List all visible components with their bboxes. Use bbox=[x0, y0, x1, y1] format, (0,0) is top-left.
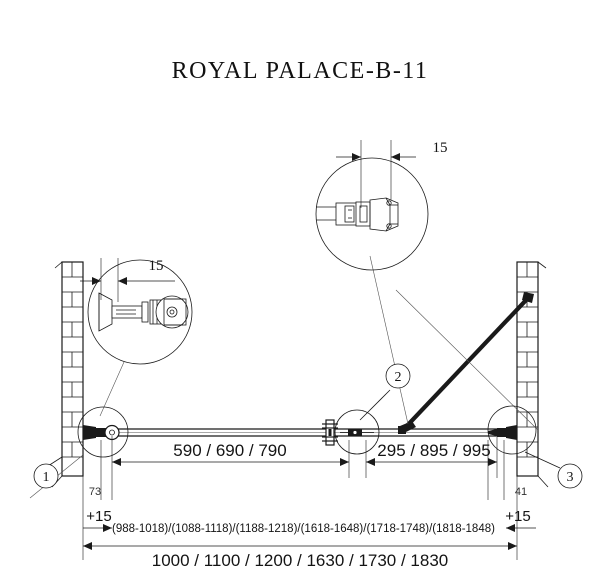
upper-detail-boundary bbox=[315, 157, 429, 271]
balloon-1-label: 1 bbox=[43, 470, 50, 485]
balloon-3-label: 3 bbox=[567, 470, 574, 485]
left-wall-hinge bbox=[77, 406, 129, 458]
left-offset-label: 73 bbox=[89, 486, 101, 498]
left-detail-bracket bbox=[98, 292, 189, 332]
right-hinge-detail-ring bbox=[487, 405, 537, 455]
support-rail bbox=[83, 428, 517, 437]
left-wall-outline bbox=[61, 261, 84, 477]
left-hinge-pin bbox=[109, 429, 115, 436]
offset-extension-lines bbox=[82, 440, 518, 560]
right-wall-bottom-edge bbox=[537, 475, 549, 488]
panel-dim-extension-lines bbox=[111, 436, 498, 478]
upper-detail-dimension-label: 15 bbox=[433, 140, 448, 156]
brace-wall-anchor bbox=[522, 292, 534, 303]
left-wall-top-edge bbox=[54, 261, 63, 269]
balloon-2-label: 2 bbox=[395, 370, 402, 385]
balloon-3-leader bbox=[524, 451, 561, 469]
balloon-1[interactable]: 1 bbox=[33, 456, 63, 489]
fixed-panel-dimension: 590 / 690 / 790 bbox=[112, 441, 349, 466]
balloon-2-leader bbox=[359, 389, 391, 421]
brace-bar bbox=[401, 295, 531, 432]
leader-upper-detail bbox=[369, 255, 409, 425]
right-hinge-wall-plate bbox=[506, 425, 517, 440]
right-offset-label: 41 bbox=[515, 486, 527, 498]
leader-left-detail bbox=[99, 361, 125, 417]
right-tolerance-label: +15 bbox=[505, 508, 530, 525]
balloon-1-circle[interactable] bbox=[33, 463, 59, 489]
fixed-panel-dimension-label: 590 / 690 / 790 bbox=[173, 441, 286, 460]
page-title: ROYAL PALACE-B-11 bbox=[172, 58, 429, 84]
upper-detail-circle: 15 bbox=[315, 140, 448, 271]
door-panel-dimension-label: 295 / 895 / 995 bbox=[377, 441, 490, 460]
left-wall bbox=[51, 261, 84, 488]
right-wall-top-edge bbox=[537, 261, 547, 269]
brace-foot-pad bbox=[398, 426, 406, 434]
left-tolerance-label: +15 bbox=[86, 508, 111, 525]
right-wall-hinge bbox=[487, 405, 537, 455]
center-detail-boundary bbox=[334, 409, 380, 455]
left-hinge-wall-plate bbox=[83, 425, 96, 440]
left-detail-boundary bbox=[87, 259, 193, 365]
balloon-3-circle[interactable] bbox=[557, 463, 583, 489]
clamp-core bbox=[328, 429, 332, 436]
center-detail-ring bbox=[334, 409, 380, 455]
overall-width-dimension: 1000 / 1100 / 1200 / 1630 / 1730 / 1830 bbox=[83, 542, 517, 570]
leader-brace-ref bbox=[395, 289, 539, 431]
left-wall-brick-hatch bbox=[62, 262, 83, 458]
left-detail-dimension-label: 15 bbox=[149, 258, 164, 274]
right-hinge-arm bbox=[488, 429, 497, 436]
balloon-2-circle[interactable] bbox=[385, 363, 411, 389]
center-detail-pin bbox=[352, 430, 358, 435]
right-hinge-body bbox=[497, 428, 506, 437]
adjustment-ranges-label: (988-1018)/(1088-1118)/(1188-1218)/(1618… bbox=[112, 523, 495, 535]
left-detail-circle: 15 bbox=[80, 258, 193, 365]
right-wall-brick-hatch bbox=[517, 262, 538, 458]
left-hinge-body bbox=[96, 428, 106, 437]
balloon-3[interactable]: 3 bbox=[524, 451, 583, 489]
balloon-2[interactable]: 2 bbox=[359, 363, 411, 421]
left-hinge-detail-ring bbox=[77, 406, 129, 458]
right-wall-outline bbox=[516, 261, 539, 477]
overall-width-label: 1000 / 1100 / 1200 / 1630 / 1730 / 1830 bbox=[152, 551, 449, 570]
door-panel-dimension: 295 / 895 / 995 bbox=[366, 441, 497, 466]
upper-detail-profile bbox=[316, 197, 399, 232]
diagonal-support-bar bbox=[401, 292, 534, 432]
